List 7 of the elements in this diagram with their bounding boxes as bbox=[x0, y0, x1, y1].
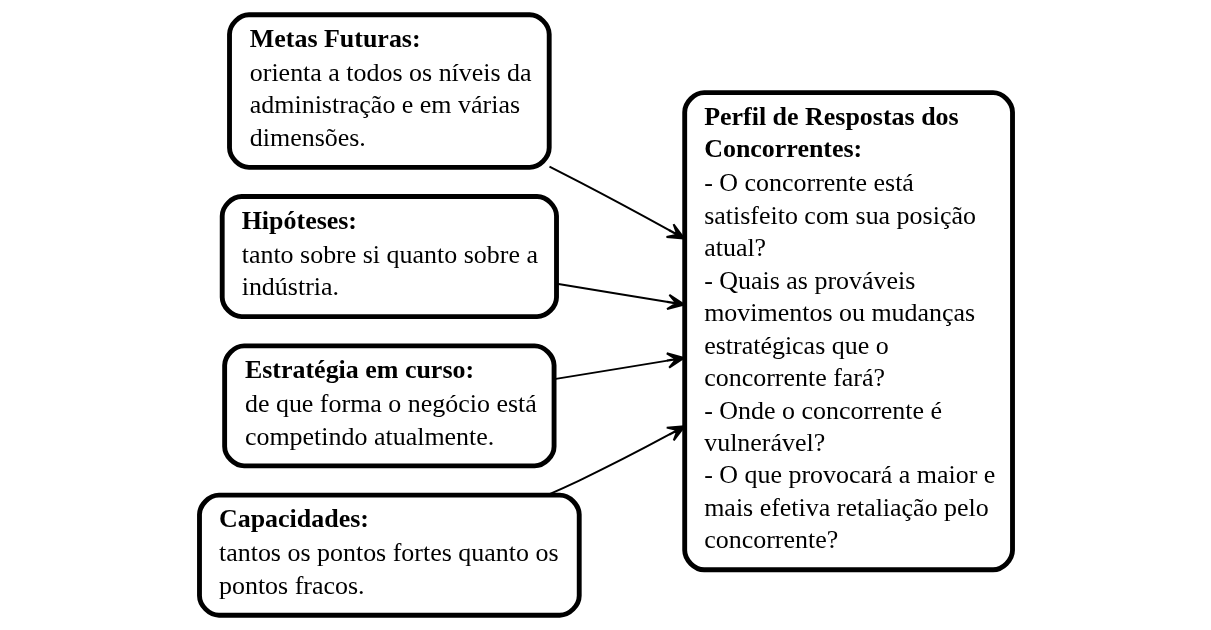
node-box: Hipóteses: tanto sobre si quanto sobre a indústria. bbox=[219, 194, 559, 320]
arrow bbox=[555, 282, 685, 311]
node-box: Metas Futuras: orienta a todos os níveis da administração e em várias dimensões. bbox=[226, 12, 552, 170]
arrow bbox=[548, 165, 685, 240]
node-box: Capacidades: tantos os pontos fortes quanto os pontos fracos. bbox=[196, 492, 582, 618]
node-box: Estratégia em curso: de que forma o negócio está competindo atualmente. bbox=[221, 343, 556, 469]
node-box: Perfil de Respostas dos Concorrentes: - O concorrente está satisfeito com sua posição atual? - Quais as prováveis movimentos ou mudanças estratégicas que o concorrente fará? - Onde o concorrente é vulnerável? - O que provocará a maior e mais efetiva retaliação pelo concorrente? bbox=[681, 90, 1015, 573]
